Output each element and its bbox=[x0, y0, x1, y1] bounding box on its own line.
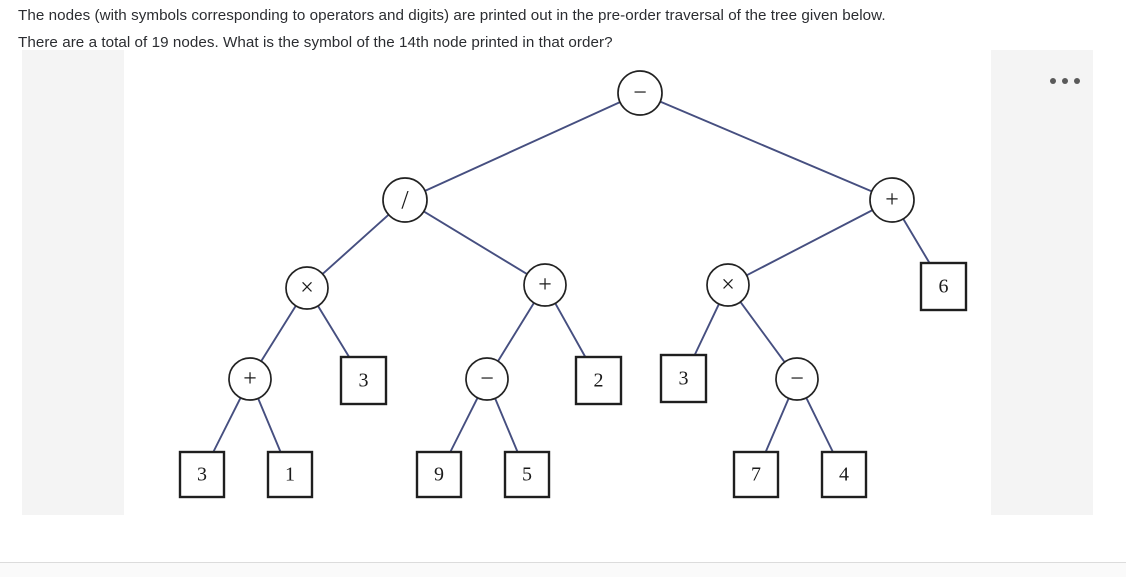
question-line-2: There are a total of 19 nodes. What is t… bbox=[18, 34, 613, 51]
node-symbol: + bbox=[538, 272, 552, 298]
node-symbol: 5 bbox=[522, 464, 532, 486]
node-circle bbox=[228, 357, 272, 401]
right-gutter-panel bbox=[991, 50, 1093, 515]
tree-node-n14-operand-1: 1 bbox=[266, 450, 314, 499]
tree-edge-n5-n11 bbox=[693, 303, 720, 356]
tree-node-n10-operand-2: 2 bbox=[574, 355, 623, 406]
node-circle bbox=[285, 266, 329, 310]
tree-edge-n1-n4 bbox=[422, 210, 528, 276]
node-circle bbox=[869, 177, 915, 223]
tree-node-n18-operand-4: 4 bbox=[820, 450, 868, 499]
tree-edge-n5-n12 bbox=[739, 300, 786, 364]
tree-node-n16-operand-5: 5 bbox=[503, 450, 551, 499]
binary-expression-tree: − / + × + × 6 +3 − 2 3 − 3 1 9 5 7 4 bbox=[178, 70, 968, 499]
question-text: The nodes (with symbols corresponding to… bbox=[18, 2, 1108, 56]
tree-edge-n7-n14 bbox=[257, 397, 282, 453]
tree-node-n0-operator-minus: − bbox=[617, 70, 663, 116]
tree-node-n9-operator-minus: − bbox=[465, 357, 509, 401]
tree-edge-n0-n2 bbox=[659, 100, 873, 193]
node-symbol: 3 bbox=[679, 368, 689, 390]
node-symbol: 6 bbox=[939, 276, 949, 298]
node-symbol: / bbox=[401, 186, 409, 215]
node-circle bbox=[382, 177, 428, 223]
dot-2 bbox=[1062, 78, 1068, 84]
tree-node-n5-operator-multiply: × bbox=[706, 263, 750, 307]
node-symbol: − bbox=[790, 366, 804, 392]
node-symbol: − bbox=[633, 80, 647, 106]
tree-node-n11-operand-3: 3 bbox=[659, 353, 708, 404]
tree-edge-n1-n3 bbox=[321, 213, 390, 275]
node-symbol: 7 bbox=[751, 464, 761, 486]
node-circle bbox=[465, 357, 509, 401]
node-circle bbox=[617, 70, 663, 116]
node-symbol: + bbox=[885, 187, 899, 213]
node-symbol: 3 bbox=[359, 370, 369, 392]
tree-node-n1-operator-divide: / bbox=[382, 177, 428, 223]
node-box bbox=[659, 353, 708, 404]
node-box bbox=[503, 450, 551, 499]
node-box bbox=[178, 450, 226, 499]
node-circle bbox=[706, 263, 750, 307]
dot-1 bbox=[1050, 78, 1056, 84]
node-symbol: 2 bbox=[594, 370, 604, 392]
question-line-1: The nodes (with symbols corresponding to… bbox=[18, 7, 886, 24]
tree-edge-n4-n9 bbox=[497, 301, 535, 363]
tree-edge-n12-n18 bbox=[805, 396, 834, 453]
node-symbol: 9 bbox=[434, 464, 444, 486]
tree-node-n7-operator-plus: + bbox=[228, 357, 272, 401]
node-box bbox=[574, 355, 623, 406]
node-box bbox=[919, 261, 968, 312]
tree-node-n15-operand-9: 9 bbox=[415, 450, 463, 499]
tree-node-n6-operand-6: 6 bbox=[919, 261, 968, 312]
tree-edge-layer bbox=[212, 100, 931, 453]
tree-node-layer: − / + × + × 6 +3 − 2 3 − 3 1 9 5 7 4 bbox=[178, 70, 968, 499]
tree-node-n17-operand-7: 7 bbox=[732, 450, 780, 499]
node-circle bbox=[523, 263, 567, 307]
node-symbol: × bbox=[300, 275, 314, 301]
node-box bbox=[820, 450, 868, 499]
tree-node-n3-operator-multiply: × bbox=[285, 266, 329, 310]
node-symbol: 4 bbox=[839, 464, 849, 486]
tree-edge-n4-n10 bbox=[554, 302, 587, 358]
left-gutter-panel bbox=[22, 50, 124, 515]
tree-edge-n0-n1 bbox=[424, 101, 621, 192]
tree-edge-n9-n16 bbox=[494, 397, 519, 453]
node-symbol: × bbox=[721, 272, 735, 298]
tree-edge-n12-n17 bbox=[764, 397, 790, 453]
node-box bbox=[732, 450, 780, 499]
tree-edge-n7-n13 bbox=[212, 396, 242, 453]
node-symbol: 1 bbox=[285, 464, 295, 486]
tree-edge-n3-n8 bbox=[316, 304, 351, 358]
bottom-divider bbox=[0, 562, 1126, 563]
more-options-icon[interactable] bbox=[1050, 74, 1080, 88]
node-symbol: + bbox=[243, 366, 257, 392]
tree-edge-n2-n5 bbox=[745, 209, 874, 277]
tree-node-n12-operator-minus: − bbox=[775, 357, 819, 401]
node-box bbox=[266, 450, 314, 499]
node-circle bbox=[775, 357, 819, 401]
tree-edge-n9-n15 bbox=[449, 396, 479, 453]
dot-3 bbox=[1074, 78, 1080, 84]
node-box bbox=[415, 450, 463, 499]
tree-node-n4-operator-plus: + bbox=[523, 263, 567, 307]
tree-node-n8-operand-3: 3 bbox=[339, 355, 388, 406]
tree-edge-n2-n6 bbox=[902, 217, 931, 264]
bottom-strip bbox=[0, 563, 1126, 577]
node-symbol: − bbox=[480, 366, 494, 392]
tree-edge-n3-n7 bbox=[260, 304, 297, 363]
tree-node-n2-operator-plus: + bbox=[869, 177, 915, 223]
tree-node-n13-operand-3: 3 bbox=[178, 450, 226, 499]
node-symbol: 3 bbox=[197, 464, 207, 486]
node-box bbox=[339, 355, 388, 406]
